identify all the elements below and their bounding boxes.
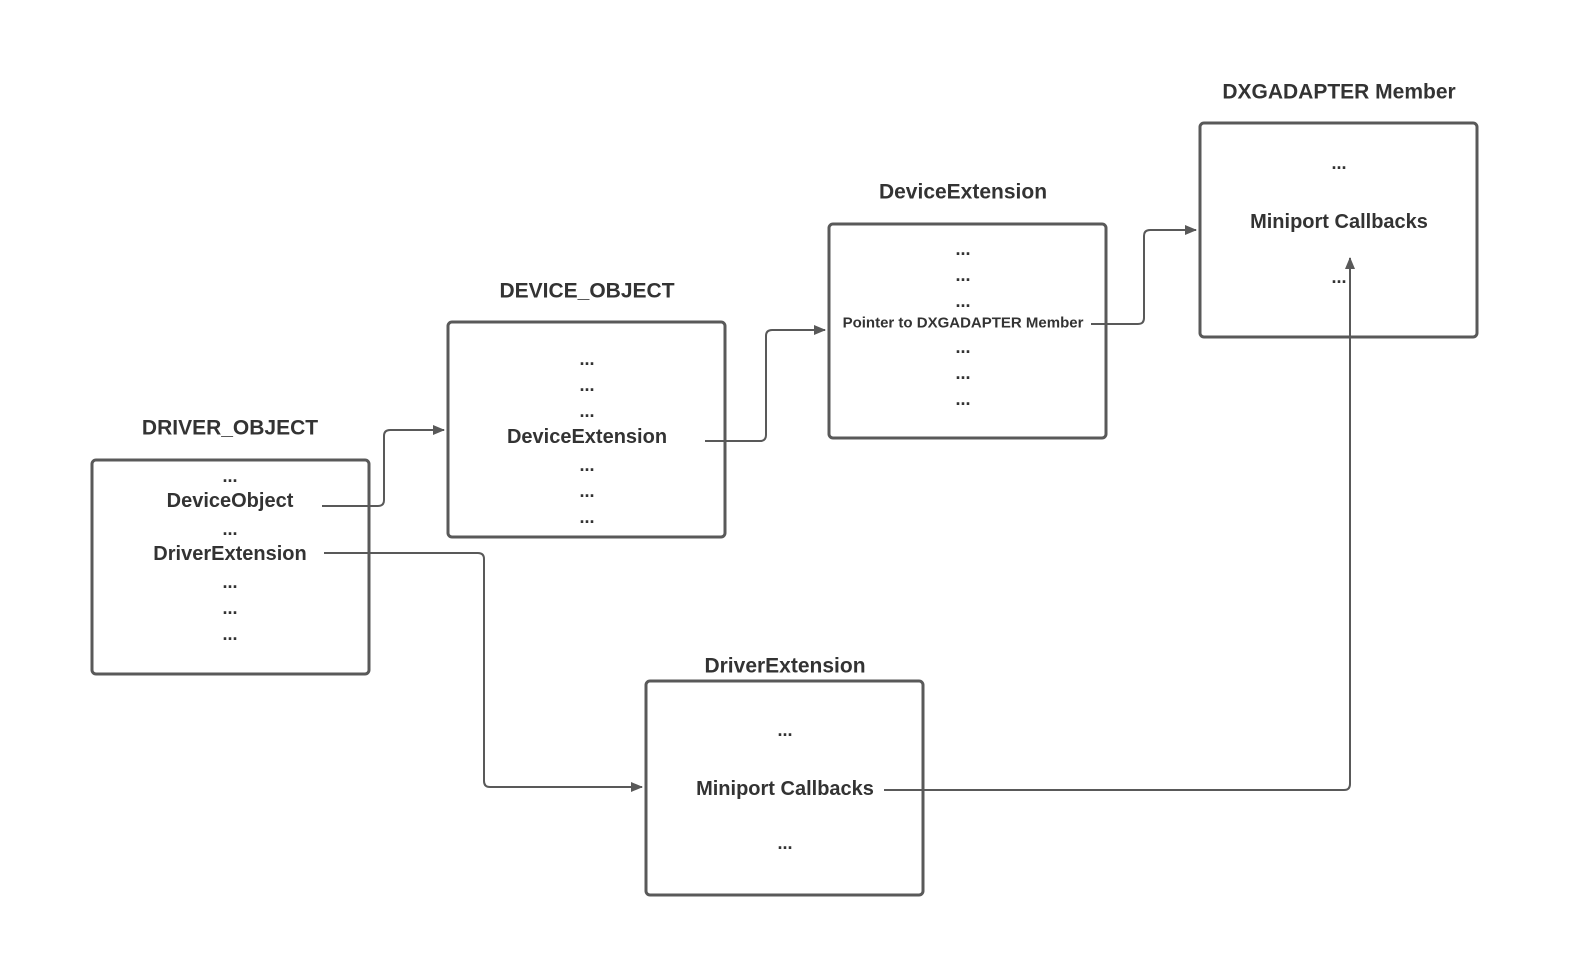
device-extension-title: DeviceExtension xyxy=(878,180,1048,204)
driver-object-dots-4: ... xyxy=(222,598,238,618)
device-object-dots-4: ... xyxy=(579,455,595,475)
driver-object-driver-extension-field: DriverExtension xyxy=(153,543,307,565)
device-object-dots-6: ... xyxy=(579,507,595,527)
driver-extension-dots-1: ... xyxy=(777,720,793,740)
device-extension-dots-5: ... xyxy=(955,363,971,383)
device-object-title: DEVICE_OBJECT xyxy=(499,279,675,303)
device-extension-box xyxy=(827,222,1108,440)
dxgadapter-member-miniport-callbacks-field: Miniport Callbacks xyxy=(1250,211,1428,233)
device-extension-pointer-field: Pointer to DXGADAPTER Member xyxy=(842,314,1084,332)
arrow-deviceextension-to-device-extension xyxy=(705,325,826,442)
device-object-device-extension-field: DeviceExtension xyxy=(506,426,668,448)
driver-extension-title: DriverExtension xyxy=(704,654,866,678)
arrow-pointer-to-dxgadapter-member xyxy=(1091,225,1197,325)
driver-object-dots-5: ... xyxy=(222,624,238,644)
device-object-box xyxy=(446,320,727,539)
device-object-dots-1: ... xyxy=(579,349,595,369)
driver-object-device-object-field: DeviceObject xyxy=(166,490,294,512)
device-extension-dots-2: ... xyxy=(955,265,971,285)
device-extension-dots-1: ... xyxy=(955,239,971,259)
driver-object-dots-2: ... xyxy=(222,519,238,539)
arrow-miniport-callbacks-to-dxgadapter-member xyxy=(884,257,1355,791)
driver-object-dots-1: ... xyxy=(222,466,238,486)
dxgadapter-member-dots-1: ... xyxy=(1331,153,1347,173)
dxgadapter-member-dots-2: ... xyxy=(1331,267,1347,287)
dxgadapter-member-title: DXGADAPTER Member xyxy=(1222,80,1456,104)
device-extension-dots-4: ... xyxy=(955,337,971,357)
driver-object-dots-3: ... xyxy=(222,572,238,592)
device-object-dots-3: ... xyxy=(579,401,595,421)
driver-extension-dots-2: ... xyxy=(777,833,793,853)
device-extension-dots-6: ... xyxy=(955,389,971,409)
driver-extension-box xyxy=(644,679,925,897)
driver-object-box xyxy=(90,458,371,676)
device-object-dots-5: ... xyxy=(579,481,595,501)
driver-object-title: DRIVER_OBJECT xyxy=(141,416,319,440)
dxgadapter-member-box xyxy=(1198,121,1479,339)
arrow-driverextension-to-driver-extension xyxy=(324,552,643,792)
device-object-dots-2: ... xyxy=(579,375,595,395)
device-extension-dots-3: ... xyxy=(955,291,971,311)
arrow-deviceobject-to-device-object xyxy=(322,425,445,507)
driver-extension-miniport-callbacks-field: Miniport Callbacks xyxy=(696,778,874,800)
